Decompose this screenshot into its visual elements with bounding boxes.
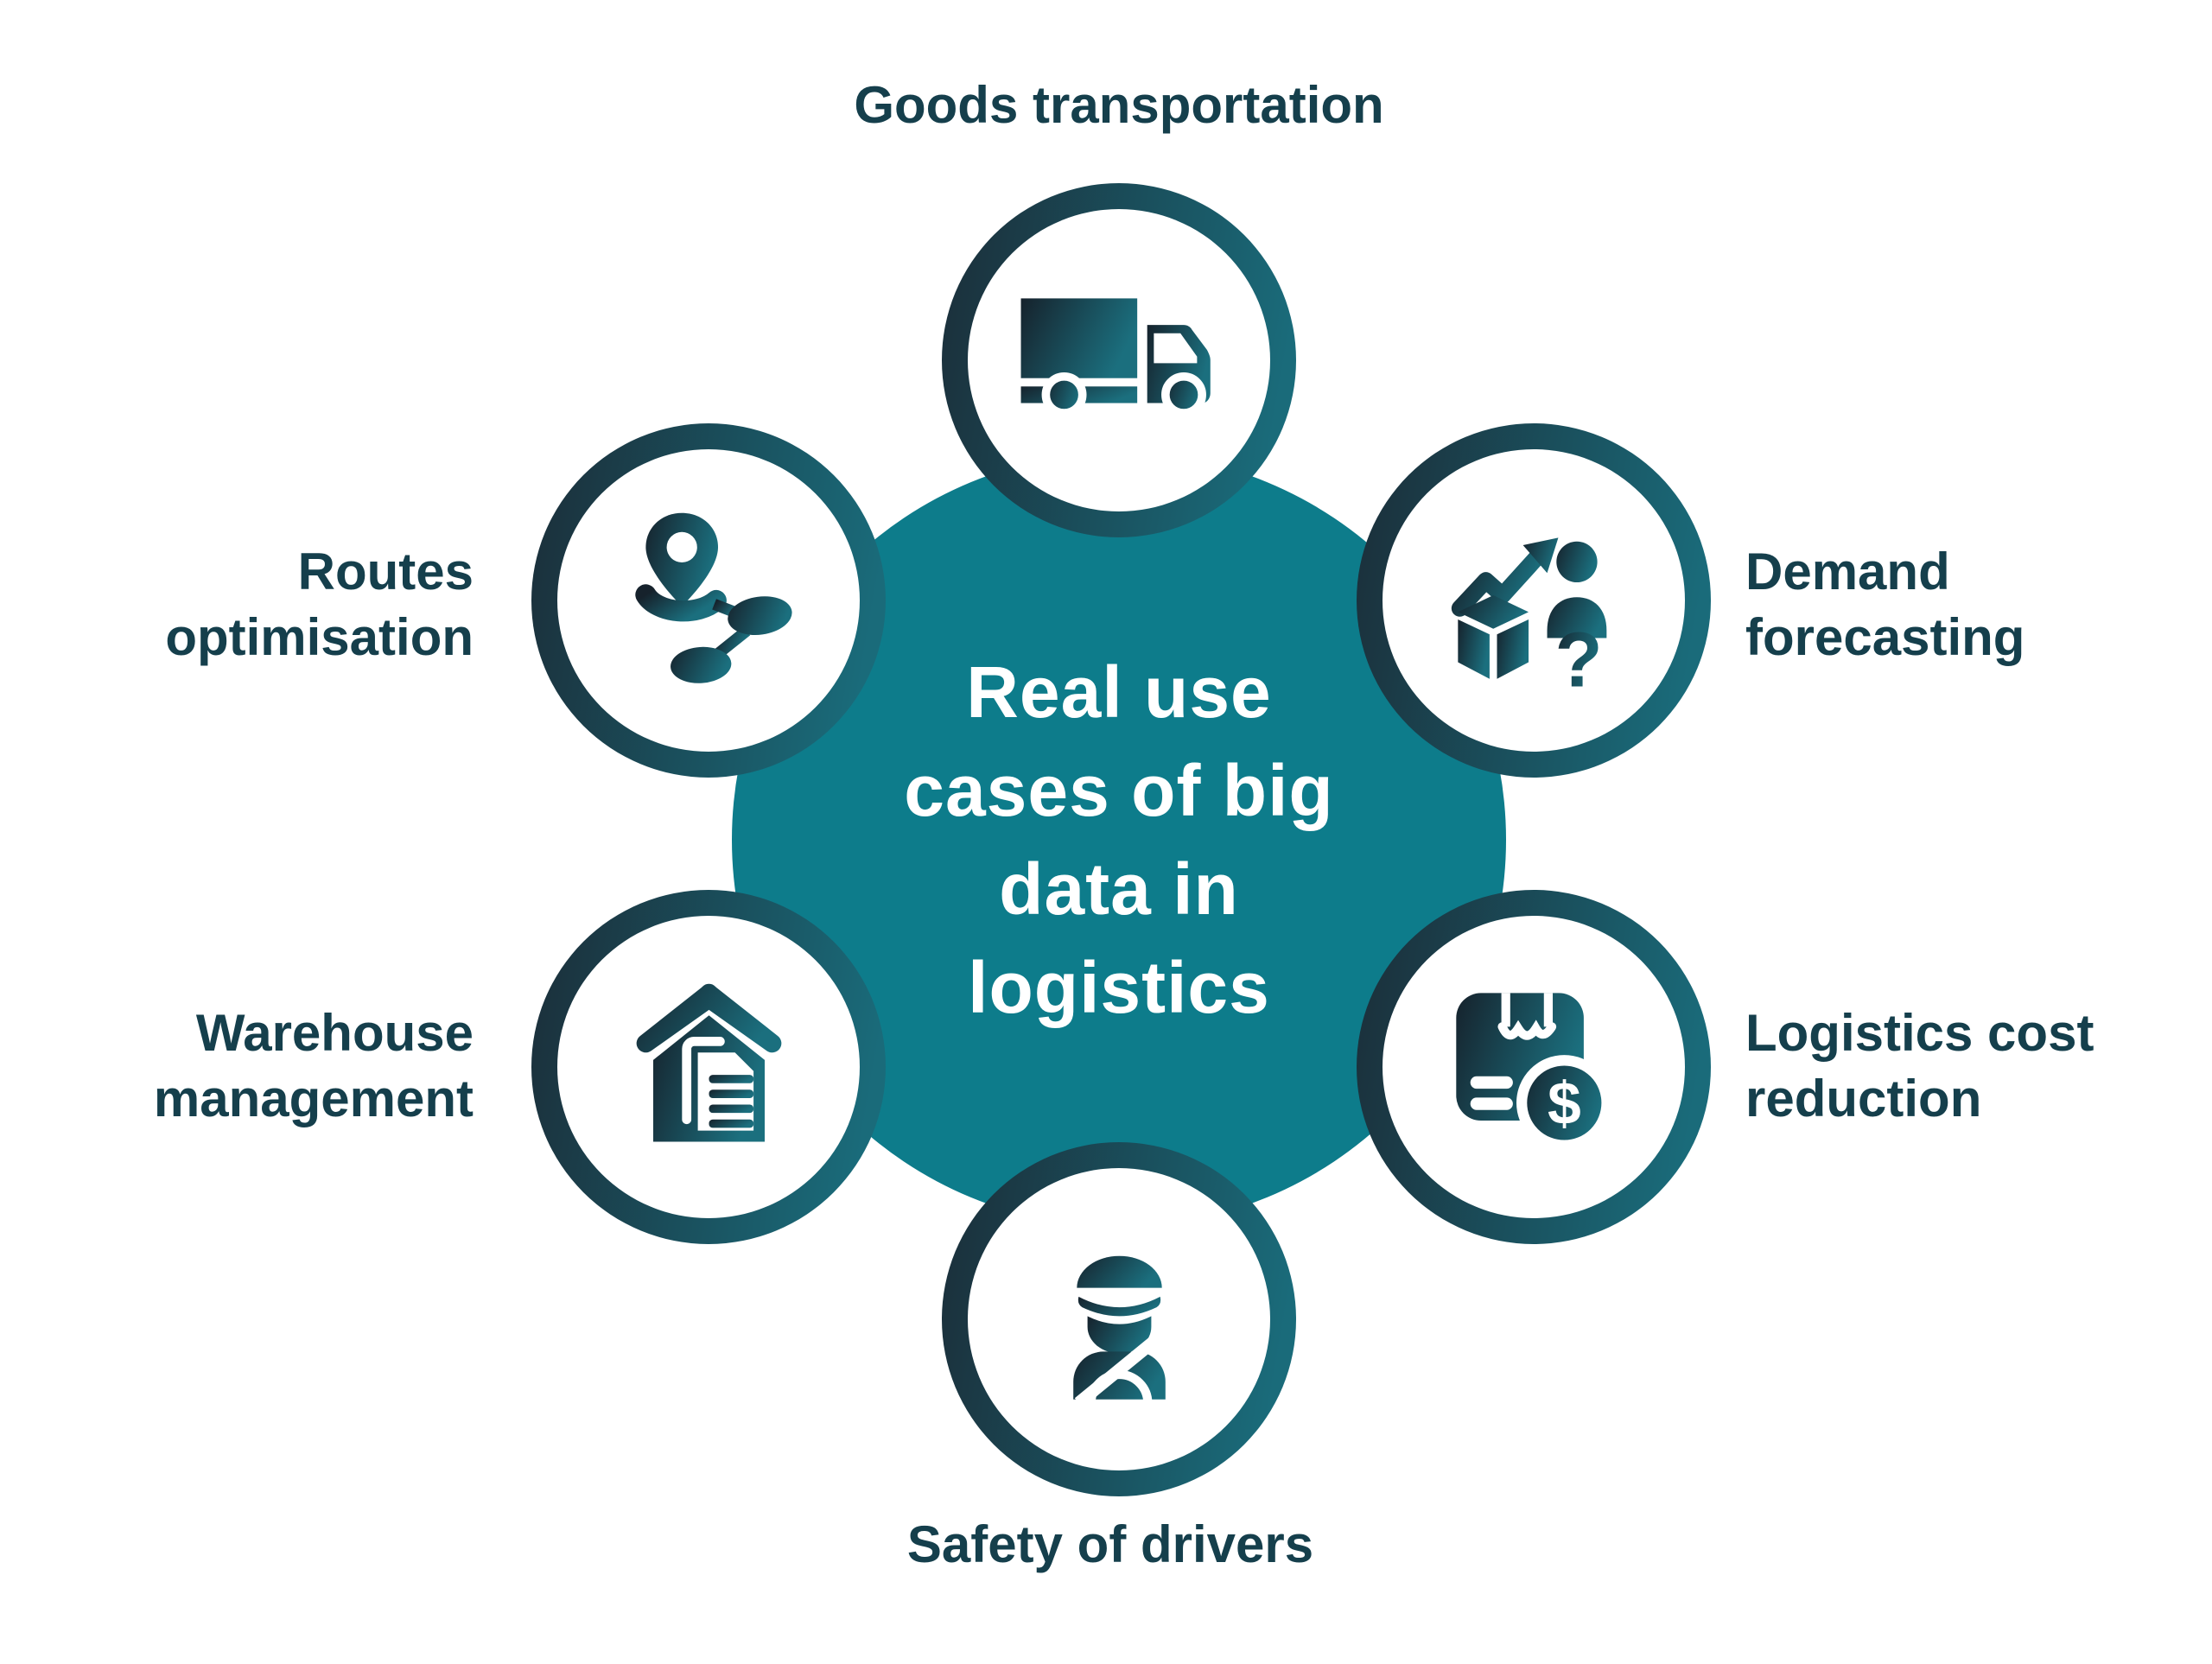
center-title: Real use cases of big data in logistics (904, 651, 1334, 1028)
node-routes-optimisation (531, 423, 886, 778)
node-demand-forecasting: ? (1357, 423, 1711, 778)
node-warehouse-management (531, 890, 886, 1244)
label-demand-forecasting: Demand forecasting (1745, 543, 2025, 666)
svg-text:$: $ (1547, 1070, 1580, 1137)
node-safety-of-drivers (942, 1142, 1296, 1496)
label-goods-transportation: Goods transportation (854, 76, 1384, 134)
warehouse-document-icon (636, 983, 781, 1141)
svg-text:?: ? (1554, 616, 1602, 694)
driver-icon (1072, 1255, 1166, 1408)
node-goods-inner (968, 209, 1270, 511)
node-logistics-cost-reduction: $ (1357, 890, 1711, 1244)
node-warehouse-inner (557, 916, 860, 1218)
node-demand-inner: ? (1382, 449, 1685, 752)
node-safety-inner (968, 1168, 1270, 1470)
route-pin-icon (635, 512, 792, 683)
label-safety-of-drivers: Safety of drivers (906, 1515, 1314, 1573)
node-goods-transportation (942, 183, 1296, 537)
label-warehouse-management: Warehouse management (153, 1004, 474, 1127)
demand-forecast-icon: ? (1451, 537, 1606, 694)
label-logistics-cost-reduction: Logistics cost reduction (1745, 1004, 2094, 1127)
node-logistics-inner: $ (1382, 916, 1685, 1218)
package-dollar-icon: $ (1455, 992, 1612, 1151)
truck-icon (1020, 297, 1211, 417)
label-routes-optimisation: Routes optimisation (165, 543, 474, 666)
node-routes-inner (557, 449, 860, 752)
